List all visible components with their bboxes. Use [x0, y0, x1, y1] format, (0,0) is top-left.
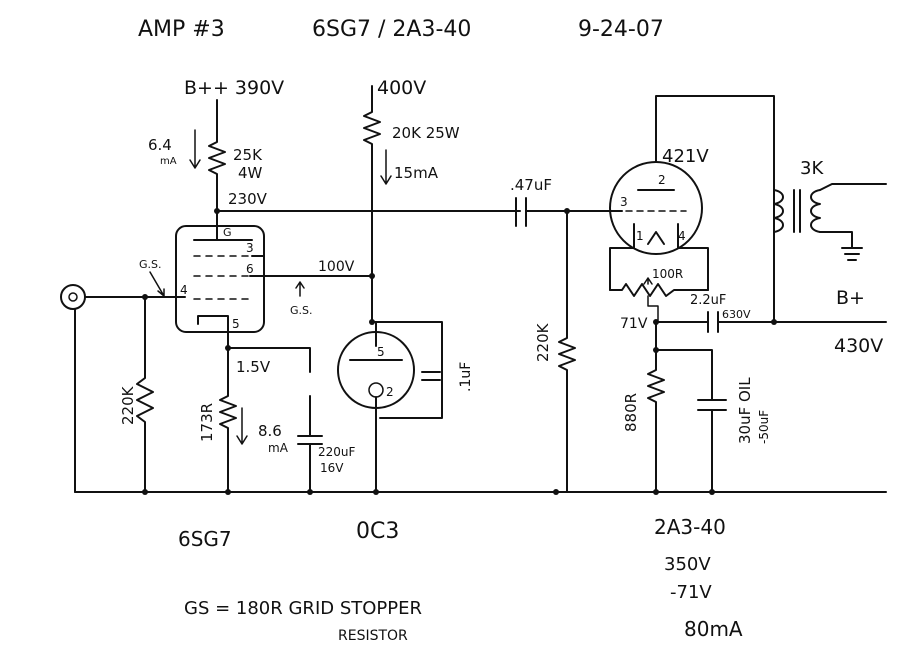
title: AMP #3 [138, 17, 225, 42]
plate-voltage: 230V [228, 190, 268, 208]
op-voltage: 350V [664, 554, 711, 575]
op-bias: -71V [670, 582, 712, 603]
cathode-resistor-880r [647, 321, 665, 493]
input-grid-resistor [136, 294, 154, 495]
2a3-pin-3: 3 [620, 195, 628, 209]
cathode-res-880-label: 880R [622, 393, 640, 432]
input-grid-resistor-label: 220K [119, 385, 137, 425]
stage2-plate-voltage: 421V [662, 146, 709, 167]
2a3-pin-2: 2 [658, 173, 666, 187]
gs-input-arrow [149, 271, 165, 297]
transformer-label: 3K [800, 158, 824, 179]
bplus-label: B+ [836, 287, 865, 309]
drop-current-arrow [380, 149, 392, 185]
input-jack [60, 284, 186, 493]
bpp-label: B++ 390V [184, 77, 284, 99]
tube-6sg7 [175, 225, 265, 339]
stage1-current-arrow [189, 129, 201, 169]
cathode-current: 8.6 [258, 422, 282, 440]
plate-res-watts: 4W [238, 164, 263, 182]
v400-label: 400V [377, 77, 426, 99]
footnote: GS = 180R GRID STOPPER [184, 598, 422, 619]
output-grid-resistor [558, 210, 576, 493]
bypass-cap-2u2 [707, 311, 719, 333]
output-transformer [773, 183, 887, 261]
reg-pin-5: 5 [377, 345, 385, 359]
coupling-cap-label: .47uF [510, 176, 552, 194]
gs-screen-arrow [295, 281, 305, 297]
reg-cap-label: .1uF [458, 362, 474, 392]
bypass-cap-2u2-voltage: 630V [722, 308, 751, 321]
cathode-cap-label: 30uF OIL [736, 377, 754, 444]
bypass-cap-value: 220uF [318, 445, 356, 459]
bypass-cap-2u2-label: 2.2uF [690, 293, 726, 308]
dropping-resistor-20k [363, 85, 381, 323]
2a3-pin-4: 4 [678, 229, 686, 243]
cathode-voltage: 1.5V [236, 358, 271, 376]
coupling-cap [515, 197, 623, 227]
regulator-tube-label: 0C3 [356, 519, 399, 544]
reg-cap-loop [371, 321, 443, 419]
gs-input-label: G.S. [139, 258, 162, 271]
cathode-res-label: 173R [198, 403, 216, 442]
cathode-current-arrow [236, 407, 248, 445]
plate-resistor-25k [208, 99, 226, 241]
hum-pot [609, 277, 709, 323]
hum-pot-label: 100R [652, 267, 683, 281]
pin-3: 3 [246, 241, 254, 255]
cathode-cap-30uf [697, 399, 727, 493]
stage2-cathode-voltage: 71V [620, 316, 648, 332]
pin-g: G [223, 226, 232, 239]
plate-to-transformer-wire [655, 95, 775, 323]
pin-5: 5 [232, 317, 240, 331]
cathode-current-unit: mA [268, 441, 289, 455]
plate-res-value: 25K [233, 146, 263, 164]
pin-6: 6 [246, 262, 254, 276]
reg-pin-2: 2 [386, 385, 394, 399]
cathode-bypass-cap [297, 395, 323, 493]
dropping-res-label: 20K 25W [392, 124, 460, 142]
cathode-cap-feed [655, 349, 713, 401]
2a3-pin-1: 1 [636, 229, 644, 243]
screen-voltage: 100V [318, 259, 355, 275]
cathode-cap-voltage: -50uF [757, 410, 771, 444]
drop-current: 15mA [394, 164, 439, 182]
tube1-label: 6SG7 [178, 527, 232, 551]
date: 9-24-07 [578, 17, 664, 42]
bplus-voltage: 430V [834, 335, 883, 357]
stage1-current: 6.4 [148, 136, 172, 154]
stage1-current-unit: mA [160, 156, 177, 167]
reg-cap [421, 371, 441, 381]
output-grid-res-label: 220K [534, 322, 552, 362]
tube2-label: 2A3-40 [654, 515, 726, 539]
gs-screen-label: G.S. [290, 304, 313, 317]
tube-0c3 [337, 321, 415, 493]
pin-4: 4 [180, 283, 188, 297]
bypass-cap-voltage: 16V [320, 461, 344, 475]
op-current: 80mA [684, 617, 743, 641]
tube-list: 6SG7 / 2A3-40 [312, 17, 471, 42]
footnote-line2: RESISTOR [338, 628, 408, 644]
